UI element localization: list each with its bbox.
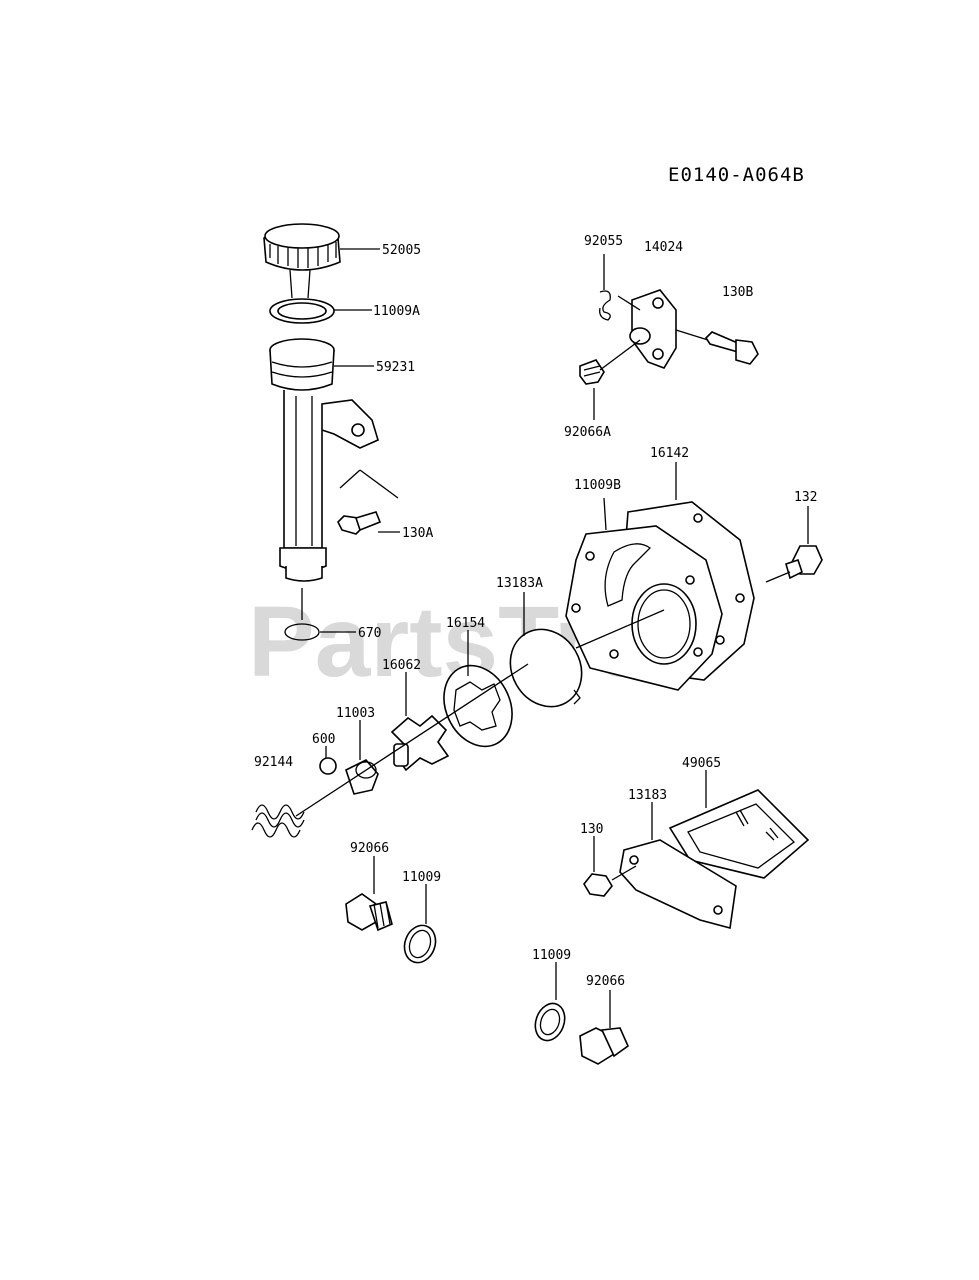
plug-92066a-part: [579, 359, 605, 385]
callout-92055: 92055: [584, 234, 623, 249]
bushing-11003-part: [345, 759, 379, 795]
callout-130a: 130A: [402, 526, 433, 541]
callout-11009b: 11009B: [574, 478, 621, 493]
callout-59231: 59231: [376, 360, 415, 375]
callout-16142: 16142: [650, 446, 689, 461]
callout-92066a: 92066A: [564, 425, 611, 440]
callout-16154: 16154: [446, 616, 485, 631]
oil-filler-cap-part: [263, 223, 341, 299]
bolt-132-part: [785, 545, 823, 580]
callout-11009a: 11009A: [373, 304, 420, 319]
bracket-14024-part: [629, 289, 677, 369]
bolt-130-part: [583, 873, 613, 897]
callout-132: 132: [794, 490, 817, 505]
callout-92066-bottom: 92066: [586, 974, 625, 989]
drain-plug-92066-bottom-part: [579, 1027, 629, 1065]
callout-11009-bottom: 11009: [532, 948, 571, 963]
callout-11009-left: 11009: [402, 870, 441, 885]
callout-670: 670: [358, 626, 381, 641]
oil-filler-tube-part: [269, 338, 379, 582]
spring-92144-part: [251, 804, 305, 838]
washer-11009-left-part: [403, 924, 437, 964]
callout-49065: 49065: [682, 756, 721, 771]
callout-11003: 11003: [336, 706, 375, 721]
callout-92144: 92144: [254, 755, 293, 770]
callout-16062: 16062: [382, 658, 421, 673]
washer-11009-bottom-part: [534, 1002, 566, 1042]
ball-600-part: [319, 757, 337, 775]
gasket-13183a-part: [509, 628, 583, 708]
gasket-13183-part: [619, 839, 737, 930]
baffle-plate-49065-part: [668, 789, 810, 879]
callout-52005: 52005: [382, 243, 421, 258]
callout-600: 600: [312, 732, 335, 747]
bolt-130a-part: [337, 511, 382, 535]
callout-13183a: 13183A: [496, 576, 543, 591]
callout-14024: 14024: [644, 240, 683, 255]
o-ring-92055-part: [599, 290, 611, 321]
diagram-code: E0140-A064B: [668, 164, 805, 186]
gasket-11009b-part: [565, 525, 723, 691]
callout-13183: 13183: [628, 788, 667, 803]
bolt-130b-part: [704, 331, 759, 365]
o-ring-670-part: [284, 623, 320, 641]
callout-92066-left: 92066: [350, 841, 389, 856]
gasket-11009a-part: [269, 298, 335, 324]
callout-130: 130: [580, 822, 603, 837]
inner-rotor-16062-part: [390, 714, 450, 772]
drain-plug-92066-left-part: [345, 893, 393, 932]
callout-130b: 130B: [722, 285, 753, 300]
